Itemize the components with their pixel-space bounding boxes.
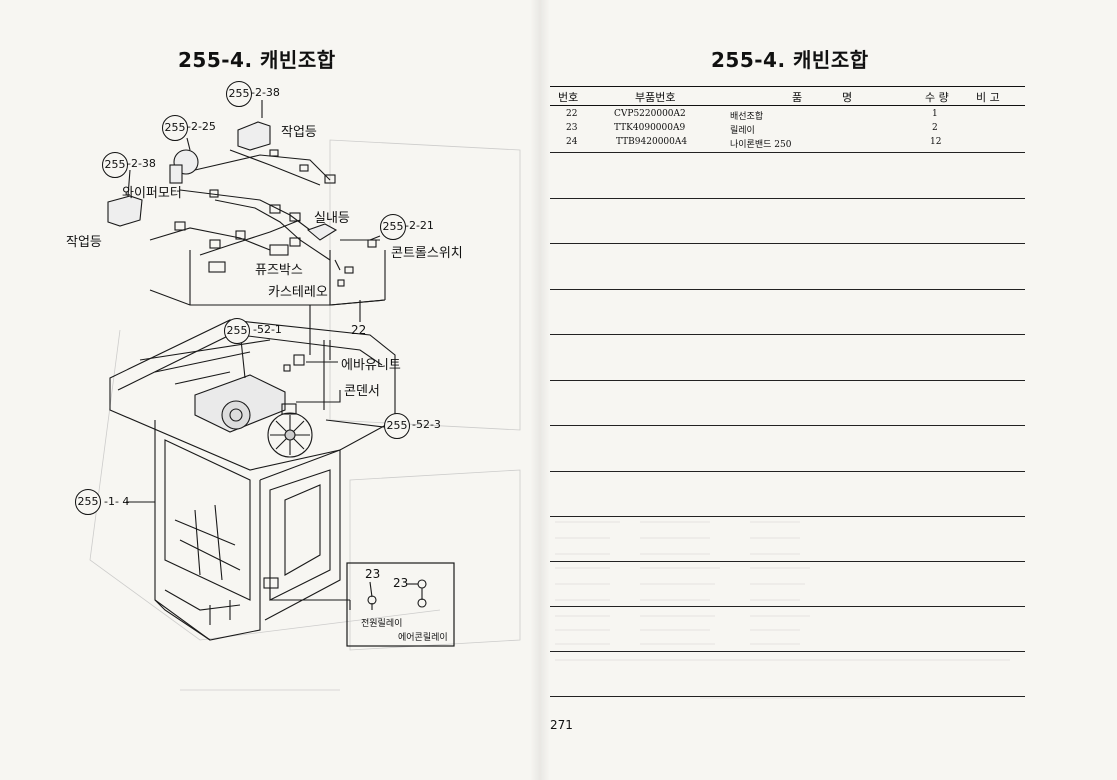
cell-part-no: TTK4090000A9 xyxy=(614,123,686,133)
table-rule xyxy=(550,561,1025,562)
table-rule xyxy=(550,606,1025,607)
label-work-light-left: 작업등 xyxy=(66,235,102,250)
cell-qty: 2 xyxy=(932,123,938,133)
callout-circle-255: 255 xyxy=(226,81,252,107)
label-work-light-top: 작업등 xyxy=(281,125,317,140)
header-name-a: 품 xyxy=(792,91,803,104)
label-control-switch: 콘트롤스위치 xyxy=(391,246,463,261)
table-rule xyxy=(550,334,1025,335)
label-room-light: 실내등 xyxy=(314,211,350,226)
callout-suffix: -52-3 xyxy=(412,418,441,431)
callout-circle-255: 255 xyxy=(162,115,188,141)
table-rule xyxy=(550,380,1025,381)
table-rule xyxy=(550,243,1025,244)
label-condenser: 콘덴서 xyxy=(344,384,380,399)
cell-name: 릴레이 xyxy=(730,126,755,136)
cell-part-no: TTB9420000A4 xyxy=(616,137,688,147)
callout-suffix: -52-1 xyxy=(253,323,282,336)
callout-suffix: -2-25 xyxy=(187,120,216,133)
cell-part-no: CVP5220000A2 xyxy=(614,109,686,119)
right-page: 255-4. 캐빈조합 번호 부품번호 품 명 수 량 비 고 22 CVP52… xyxy=(540,0,1117,780)
header-remark: 비 고 xyxy=(976,91,1000,104)
table-rule xyxy=(550,516,1025,517)
callout-suffix: -1- 4 xyxy=(104,495,130,508)
table-row: 23 TTK4090000A9 릴레이 2 xyxy=(550,123,1025,136)
header-no: 번호 xyxy=(558,91,579,104)
table-rule xyxy=(550,425,1025,426)
callout-suffix: -2-38 xyxy=(251,86,280,99)
table-row: 24 TTB9420000A4 나이론밴드 250 12 xyxy=(550,137,1025,150)
show-through-texture xyxy=(555,521,1010,699)
cell-name: 배선조합 xyxy=(730,112,764,122)
parts-table-header: 번호 부품번호 품 명 수 량 비 고 xyxy=(550,86,1025,106)
table-row: 22 CVP5220000A2 배선조합 1 xyxy=(550,109,1025,122)
callout-suffix: -2-38 xyxy=(127,157,156,170)
callout-suffix: -2-21 xyxy=(405,219,434,232)
header-name-b: 명 xyxy=(842,91,853,104)
left-page: 255-4. 캐빈조합 xyxy=(0,0,540,780)
callout-circle-255: 255 xyxy=(102,152,128,178)
header-qty: 수 량 xyxy=(925,91,949,104)
table-rule xyxy=(550,696,1025,697)
callout-circle-255: 255 xyxy=(384,413,410,439)
cell-no: 23 xyxy=(566,123,578,133)
label-power-relay: 전원릴레이 xyxy=(361,619,403,629)
cabin-diagram xyxy=(89,100,521,691)
label-aircon-relay: 에어콘릴레이 xyxy=(398,633,448,643)
page-spine xyxy=(530,0,550,780)
cell-name: 나이론밴드 250 xyxy=(730,140,792,150)
table-rule xyxy=(550,289,1025,290)
label-wiper-motor: 와이퍼모터 xyxy=(122,186,182,201)
callout-circle-255: 255 xyxy=(380,214,406,240)
page-number: 271 xyxy=(550,718,573,732)
left-page-title: 255-4. 캐빈조합 xyxy=(178,48,336,72)
cell-no: 24 xyxy=(566,137,578,147)
callout-circle-255: 255 xyxy=(224,318,250,344)
table-rule xyxy=(550,651,1025,652)
label-part-22: 22 xyxy=(351,323,367,337)
label-fuse-box: 퓨즈박스 xyxy=(255,263,303,278)
table-rule xyxy=(550,152,1025,153)
table-rule xyxy=(550,198,1025,199)
cell-qty: 12 xyxy=(930,137,942,147)
label-part-23b: 23 xyxy=(393,576,409,590)
callout-circle-255: 255 xyxy=(75,489,101,515)
label-car-stereo: 카스테레오 xyxy=(268,285,328,300)
cell-no: 22 xyxy=(566,109,578,119)
table-rule xyxy=(550,471,1025,472)
label-part-23a: 23 xyxy=(365,567,381,581)
right-page-title: 255-4. 캐빈조합 xyxy=(711,48,869,72)
cell-qty: 1 xyxy=(932,109,938,119)
header-part-no: 부품번호 xyxy=(635,91,676,104)
label-eva-unit: 에바유니트 xyxy=(341,358,401,373)
